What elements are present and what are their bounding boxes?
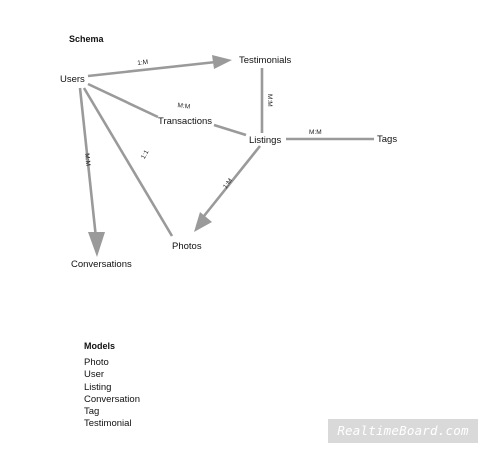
node-tags[interactable]: Tags bbox=[377, 134, 398, 145]
label-testimonials-listings: M:M bbox=[266, 94, 273, 107]
arrow-testimonials-icon bbox=[212, 55, 232, 69]
list-item: Listing bbox=[84, 381, 112, 393]
edge-users-testimonials[interactable] bbox=[87, 60, 217, 78]
list-item: Conversation bbox=[84, 393, 140, 405]
node-photos[interactable]: Photos bbox=[172, 241, 202, 252]
arrow-conversations-icon bbox=[88, 232, 105, 257]
edge-listings-photos[interactable] bbox=[202, 145, 262, 217]
edge-users-transactions[interactable] bbox=[87, 82, 159, 119]
list-item: User bbox=[84, 369, 105, 381]
label-users-conversations: M:M bbox=[83, 153, 92, 167]
list-item: Photo bbox=[84, 357, 109, 368]
models-list: Photo User Listing Conversation Tag Test… bbox=[84, 357, 140, 431]
realtimeboard-watermark: RealtimeBoard.com bbox=[328, 419, 478, 443]
edge-transactions-listings[interactable] bbox=[213, 123, 247, 137]
arrow-photos-icon bbox=[194, 212, 212, 232]
edge-users-conversations[interactable] bbox=[78, 87, 98, 239]
edge-users-photos[interactable] bbox=[82, 87, 174, 237]
label-listings-tags: M:M bbox=[309, 129, 322, 136]
list-item: Testimonial bbox=[84, 418, 132, 430]
node-conversations[interactable]: Conversations bbox=[71, 259, 132, 270]
node-listings[interactable]: Listings bbox=[249, 135, 282, 146]
node-users[interactable]: Users bbox=[60, 74, 85, 85]
node-testimonials[interactable]: Testimonials bbox=[239, 55, 292, 66]
schema-title: Schema bbox=[69, 34, 104, 44]
list-item: Tag bbox=[84, 406, 100, 418]
label-users-testimonials: 1:M bbox=[137, 58, 149, 67]
node-transactions[interactable]: Transactions bbox=[158, 116, 213, 127]
models-title: Models bbox=[84, 341, 116, 351]
